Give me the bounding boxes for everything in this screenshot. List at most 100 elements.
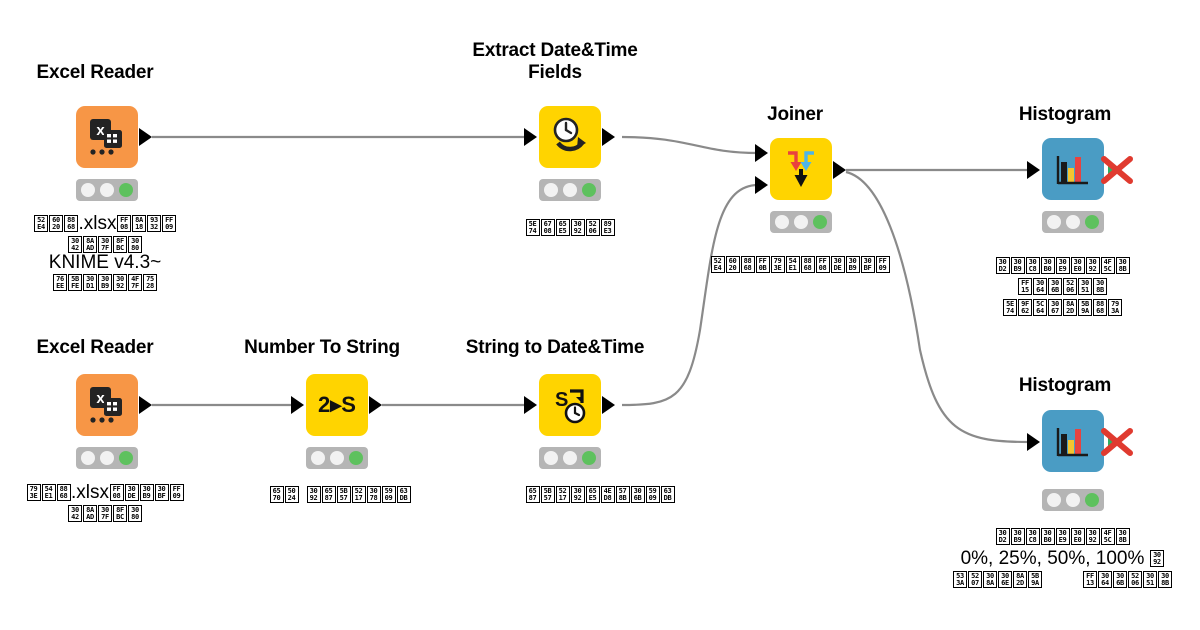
status-led-idle-1: [775, 215, 790, 229]
port-in-histogram-top[interactable]: [1027, 161, 1040, 179]
status-led-executed: [118, 451, 133, 465]
port-out-number-to-string[interactable]: [369, 396, 382, 414]
port-in-histogram-bottom[interactable]: [1027, 433, 1040, 451]
status-bar-histogram-top: [1042, 211, 1104, 233]
port-in-joiner-bottom[interactable]: [755, 176, 768, 194]
string-to-datetime-icon[interactable]: S: [539, 374, 601, 436]
status-led-idle-1: [1047, 215, 1062, 229]
svg-text:x: x: [96, 390, 105, 407]
excel-reader-icon[interactable]: x: [76, 374, 138, 436]
red-x-icon: [1101, 428, 1133, 456]
status-led-idle-2: [1065, 493, 1080, 507]
status-bar-number-to-string: [306, 447, 368, 469]
status-bar-excel-reader-2: [76, 447, 138, 469]
status-led-idle-1: [1047, 493, 1062, 507]
status-led-executed: [812, 215, 827, 229]
port-out-string-to-datetime[interactable]: [602, 396, 615, 414]
port-in-joiner-top[interactable]: [755, 144, 768, 162]
clock-extract-icon[interactable]: [539, 106, 601, 168]
status-led-executed: [1084, 215, 1099, 229]
svg-text:x: x: [96, 122, 105, 139]
port-in-number-to-string[interactable]: [291, 396, 304, 414]
port-out-joiner[interactable]: [833, 161, 846, 179]
histogram-icon[interactable]: [1042, 138, 1104, 200]
port-out-excel-reader-2[interactable]: [139, 396, 152, 414]
port-in-extract-datetime[interactable]: [524, 128, 537, 146]
histogram-icon[interactable]: [1042, 410, 1104, 472]
node-title-string-to-datetime: String to Date&Time: [465, 337, 645, 358]
number-to-string-icon[interactable]: 2▸S: [306, 374, 368, 436]
excel-reader-icon[interactable]: x: [76, 106, 138, 168]
status-led-executed: [118, 183, 133, 197]
port-out-excel-reader-1[interactable]: [139, 128, 152, 146]
joiner-arrows-icon[interactable]: [770, 138, 832, 200]
status-led-executed: [348, 451, 363, 465]
port-in-string-to-datetime[interactable]: [524, 396, 537, 414]
status-led-executed: [581, 183, 596, 197]
port-out-extract-datetime[interactable]: [602, 128, 615, 146]
annotation-filename-ext: .xlsx: [78, 213, 117, 234]
